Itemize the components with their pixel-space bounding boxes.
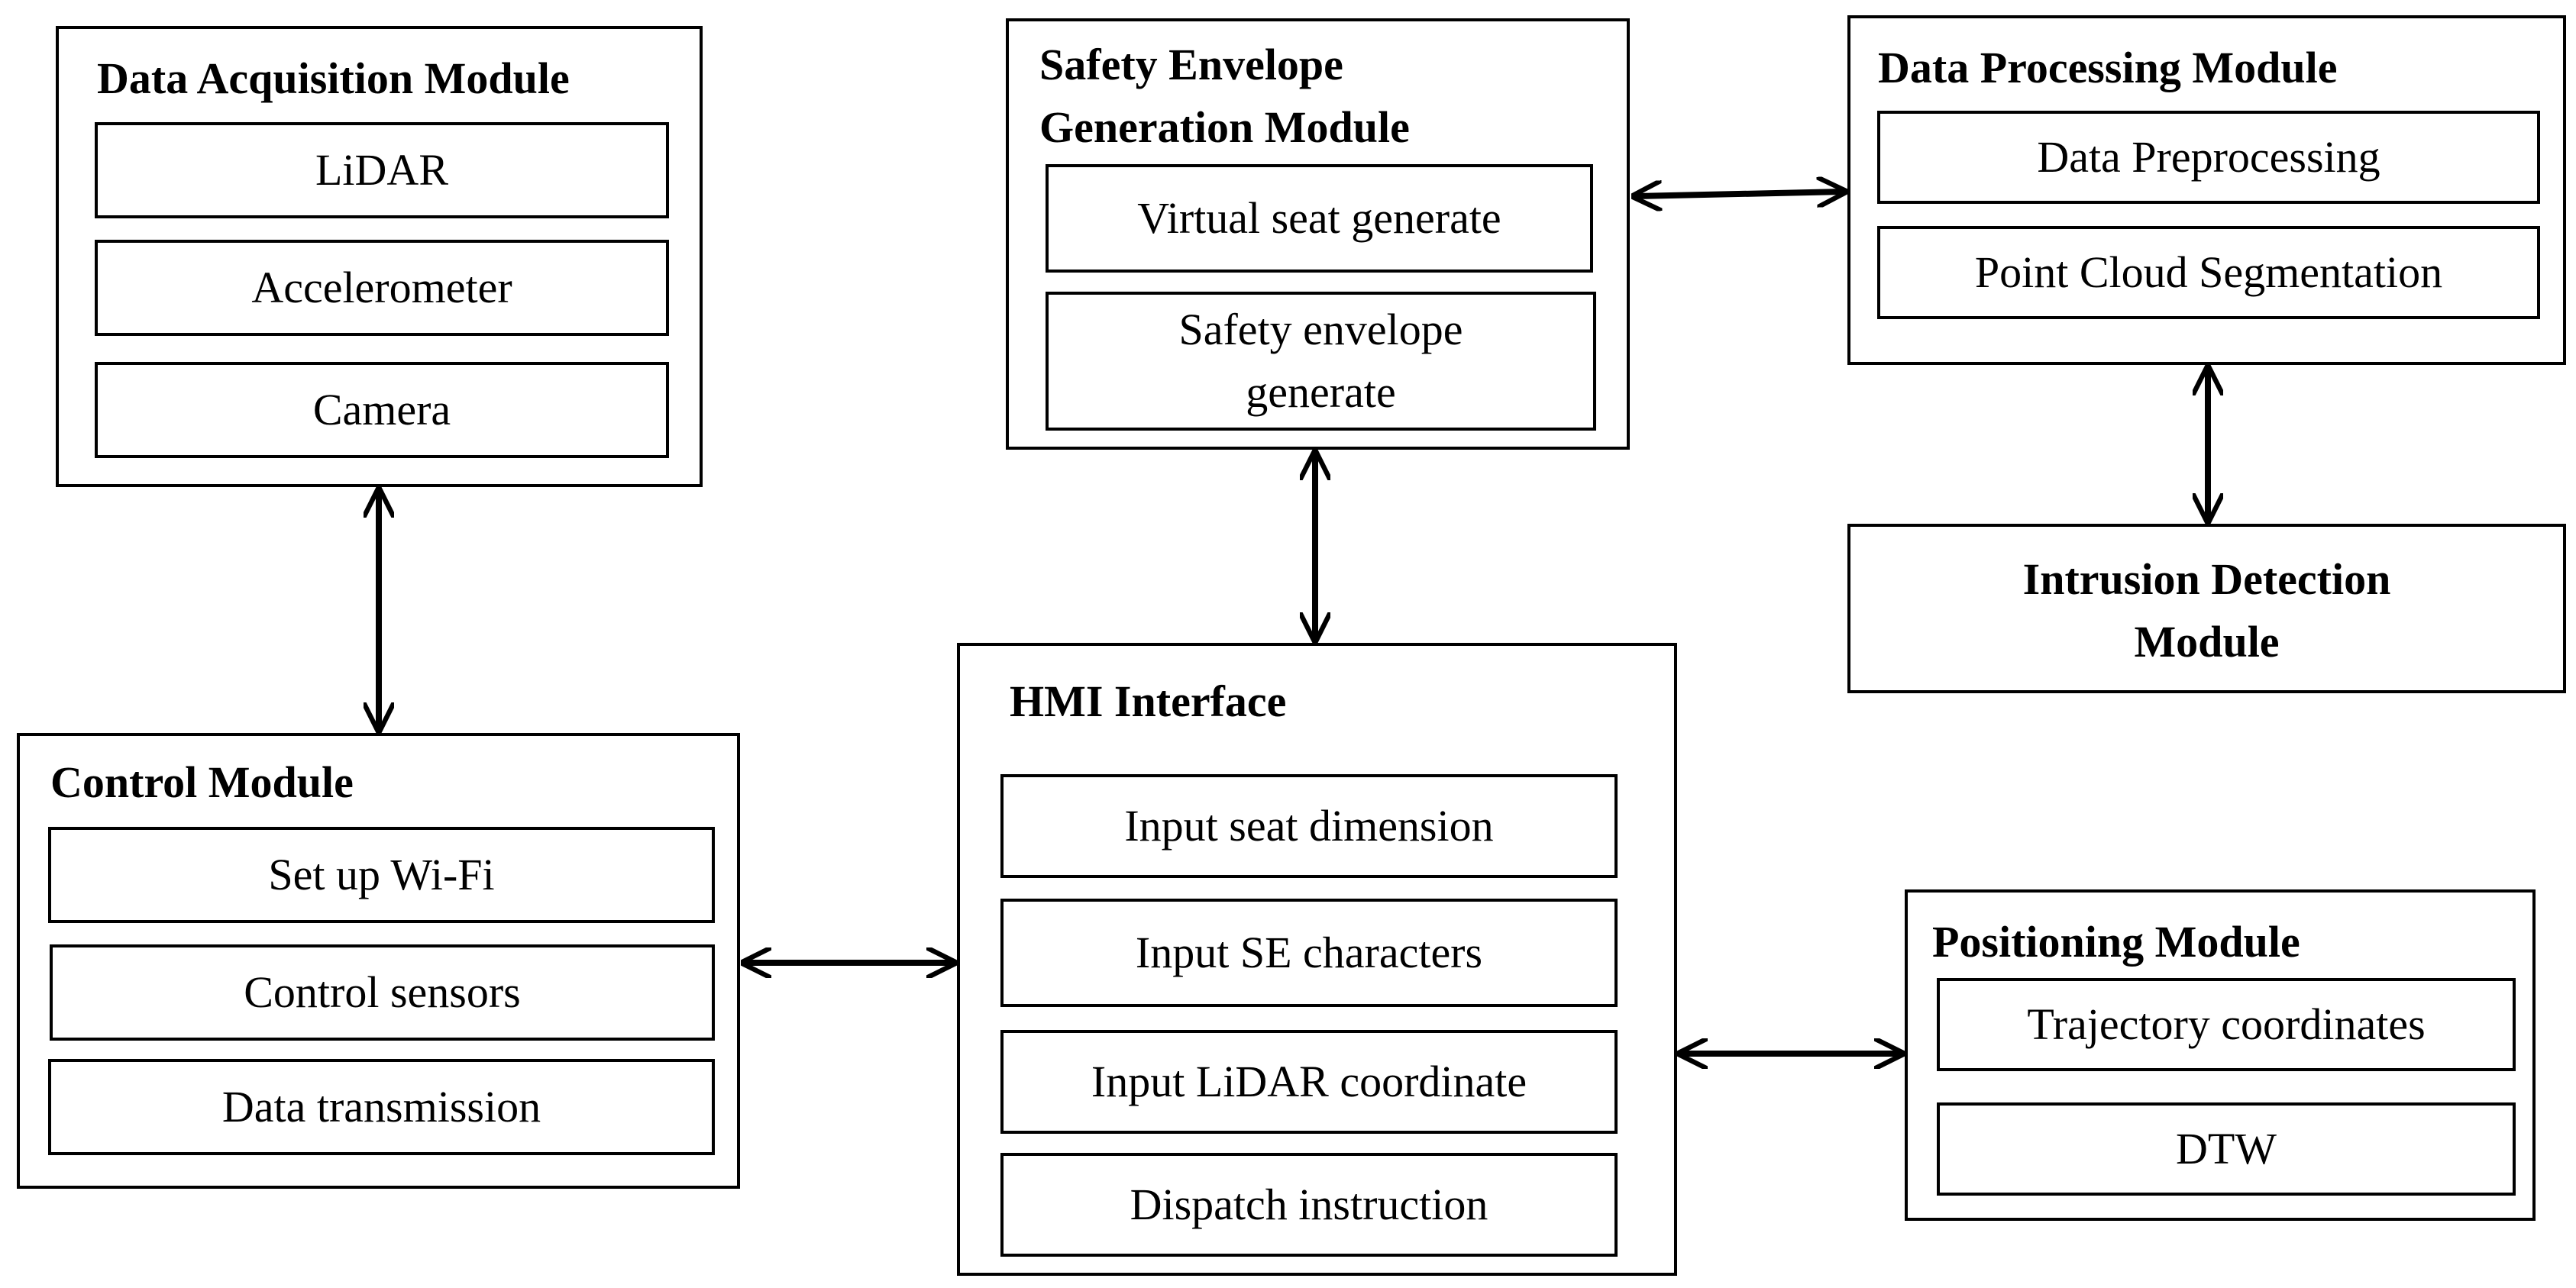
- camera-box: Camera: [95, 362, 669, 458]
- safety-envelope-module-title: Safety Envelope Generation Module: [1039, 40, 1410, 152]
- input-lidar-coordinate-box: Input LiDAR coordinate: [1000, 1030, 1618, 1134]
- lidar-box: LiDAR: [95, 122, 669, 218]
- data-acquisition-module: Data Acquisition Module LiDAR Accelerome…: [56, 26, 703, 487]
- control-module-title: Control Module: [50, 757, 354, 807]
- set-up-wifi-box: Set up Wi-Fi: [48, 827, 715, 923]
- virtual-seat-generate-box: Virtual seat generate: [1046, 164, 1593, 273]
- data-processing-module-title: Data Processing Module: [1878, 43, 2338, 92]
- intrusion-detection-module: Intrusion Detection Module: [1847, 524, 2566, 693]
- control-sensors-box: Control sensors: [50, 944, 715, 1041]
- data-transmission-box: Data transmission: [48, 1059, 715, 1155]
- trajectory-coordinates-box: Trajectory coordinates: [1937, 978, 2516, 1071]
- arrow-safety-processing: [1634, 192, 1844, 196]
- safety-envelope-generation-module: Safety Envelope Generation Module Virtua…: [1006, 18, 1630, 450]
- positioning-module-title: Positioning Module: [1932, 917, 2300, 967]
- dispatch-instruction-box: Dispatch instruction: [1000, 1153, 1618, 1257]
- dtw-box: DTW: [1937, 1102, 2516, 1196]
- point-cloud-segmentation-box: Point Cloud Segmentation: [1877, 226, 2540, 319]
- input-seat-dimension-box: Input seat dimension: [1000, 774, 1618, 878]
- data-preprocessing-box: Data Preprocessing: [1877, 111, 2540, 204]
- data-acquisition-module-title: Data Acquisition Module: [97, 53, 570, 103]
- accelerometer-box: Accelerometer: [95, 240, 669, 336]
- hmi-interface-title: HMI Interface: [1010, 676, 1287, 726]
- input-se-characters-box: Input SE characters: [1000, 899, 1618, 1007]
- control-module: Control Module Set up Wi-Fi Control sens…: [17, 733, 740, 1189]
- hmi-interface-module: HMI Interface Input seat dimension Input…: [957, 643, 1677, 1276]
- positioning-module: Positioning Module Trajectory coordinate…: [1905, 889, 2536, 1221]
- intrusion-detection-module-title: Intrusion Detection Module: [2022, 554, 2391, 667]
- safety-envelope-generate-box: Safety envelope generate: [1046, 292, 1596, 431]
- data-processing-module: Data Processing Module Data Preprocessin…: [1847, 15, 2566, 365]
